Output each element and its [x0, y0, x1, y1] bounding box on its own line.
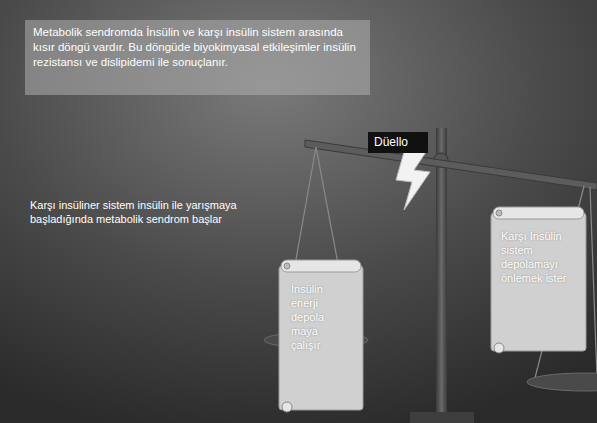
node-text: Düello — [374, 135, 422, 150]
node-text: Metabolik sendromda İnsülin ve karşı ins… — [33, 25, 362, 70]
scroll-curl — [496, 210, 502, 216]
lightning-bolt — [396, 152, 430, 210]
duel-label-box: Düello — [368, 132, 428, 153]
scroll-box: İnsülin enerji depola maya çalışır — [275, 258, 367, 416]
note-box: Metabolik sendromda İnsülin ve karşı ins… — [25, 20, 370, 95]
scale-beam — [305, 140, 597, 190]
scale-pan — [527, 373, 597, 391]
scale-pole — [436, 128, 447, 423]
scroll-shape — [275, 258, 367, 416]
scroll-curl — [282, 402, 292, 412]
node-text: Karşı İnsülin sistem depolamayı önlemek … — [501, 229, 576, 285]
scroll-body — [491, 213, 586, 351]
scroll-roll — [493, 207, 584, 219]
scroll-body — [279, 266, 363, 410]
scroll-roll — [281, 260, 361, 272]
scale-base — [410, 412, 474, 423]
side-note: Karşı insüliner sistem insülin ile yarış… — [30, 198, 265, 226]
scroll-curl — [494, 343, 504, 353]
scroll-curl — [284, 263, 290, 269]
scroll-box: Karşı İnsülin sistem depolamayı önlemek … — [487, 205, 590, 357]
scale-string — [590, 187, 597, 378]
node-text: İnsülin enerji depola maya çalışır — [291, 282, 347, 352]
